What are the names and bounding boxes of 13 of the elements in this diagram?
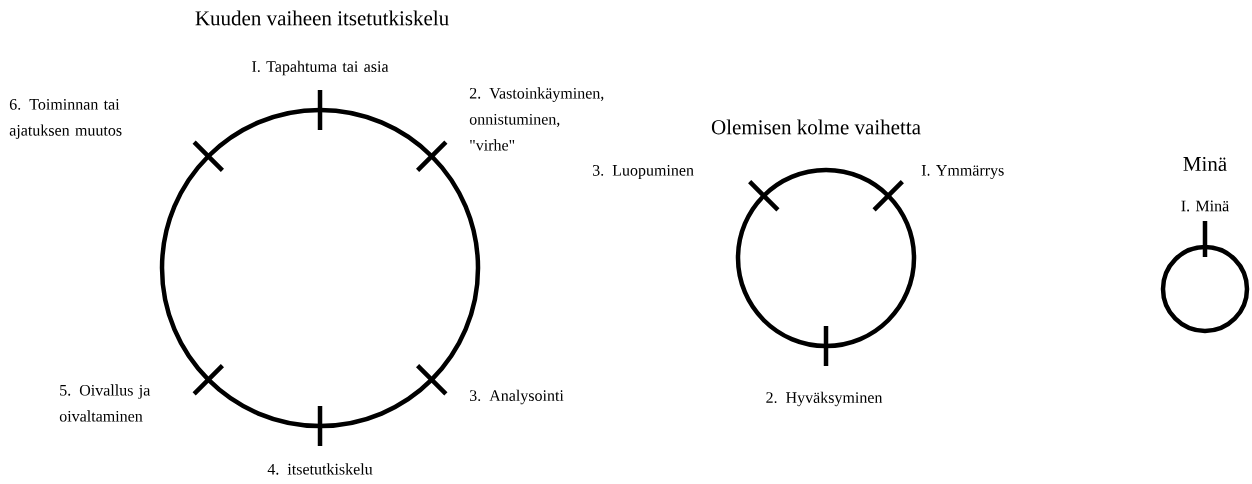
stage-label: 3. Luopuminen: [593, 165, 694, 179]
heading: Minä: [1183, 156, 1227, 172]
heading: Kuuden vaiheen itsetutkiskelu: [195, 10, 449, 26]
stage-label: I. Ymmärrys: [921, 165, 1004, 179]
heading: Olemisen kolme vaihetta: [711, 119, 921, 135]
stage-label: 2. Vastoinkäyminen, onnistuminen, "virhe": [469, 87, 604, 151]
stage-label: I. Minä: [1181, 200, 1229, 212]
stage-label: I. Tapahtuma tai asia: [252, 60, 389, 76]
stage-label: 6. Toiminnan tai ajatuksen muutos: [9, 99, 122, 139]
stage-label: 2. Hyväksyminen: [766, 391, 883, 407]
stage-label: 3. Analysointi: [470, 389, 564, 405]
stage-label: 4. itsetutkiskelu: [267, 463, 373, 475]
stage-label: 5. Oivallus ja oivaltaminen: [59, 384, 151, 422]
